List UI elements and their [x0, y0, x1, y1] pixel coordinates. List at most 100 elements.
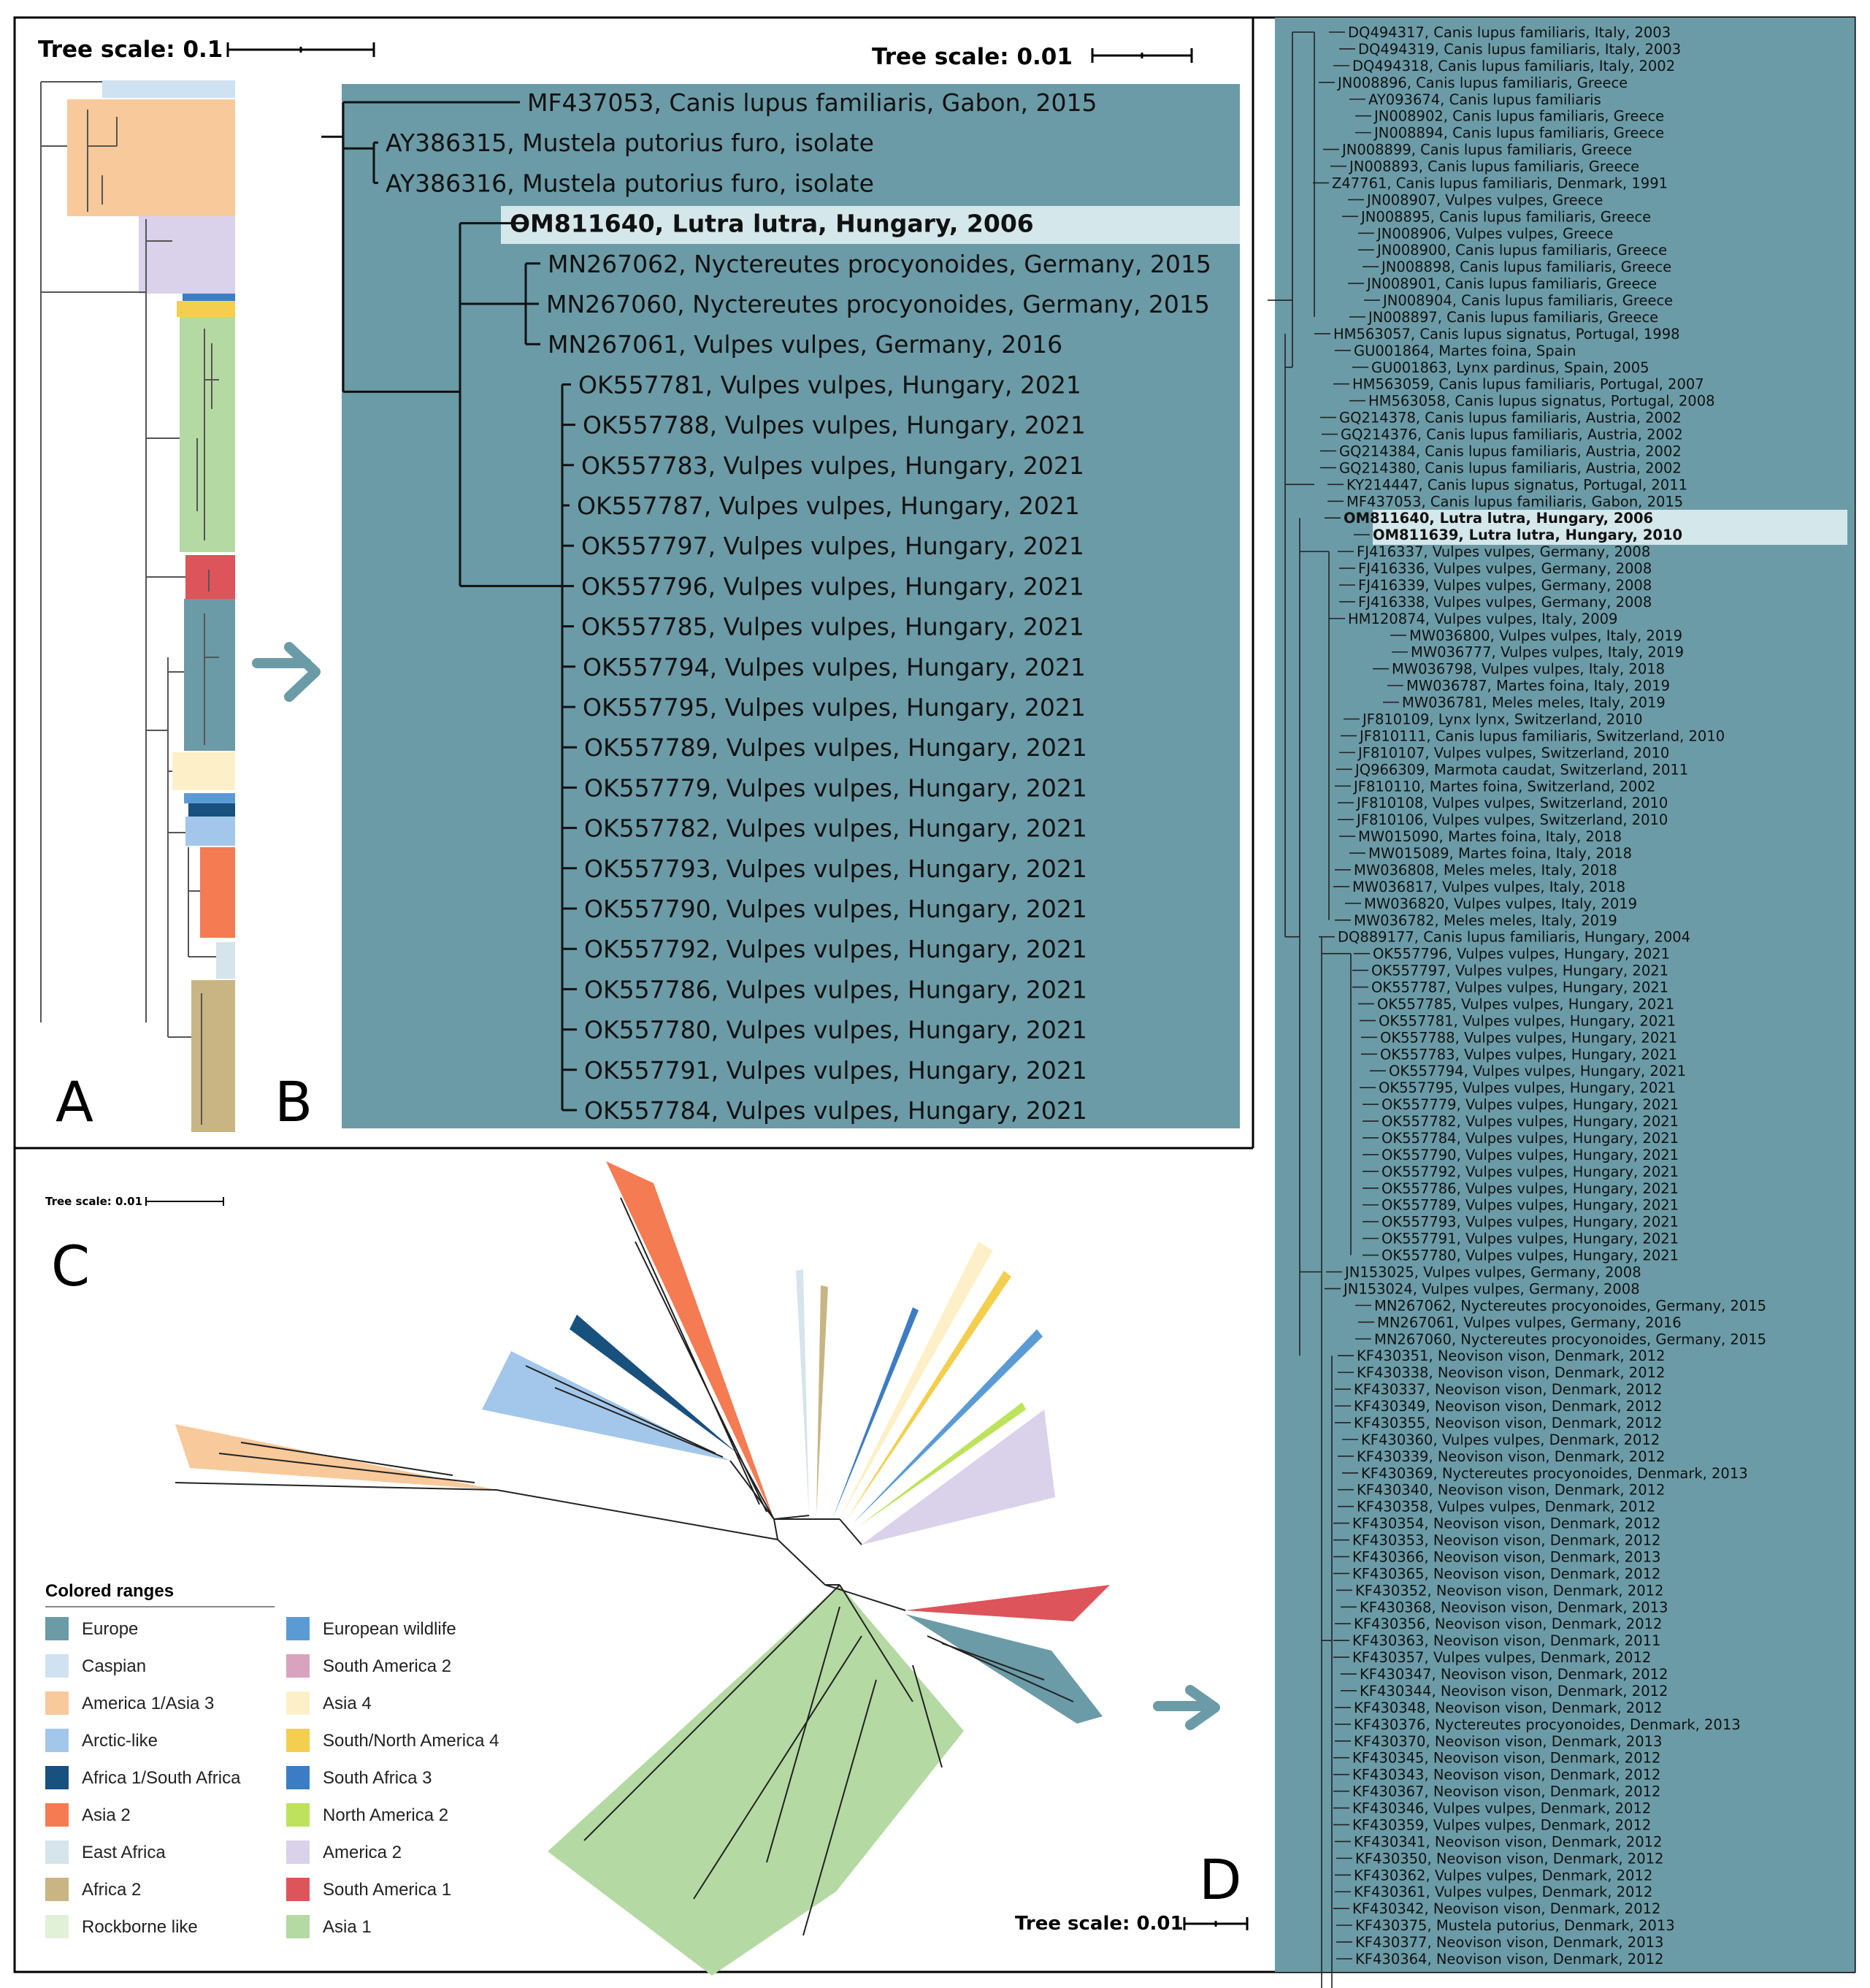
- wedge-north-america2: [859, 1402, 1026, 1526]
- panel-d-leaf-label: MW036781, Meles meles, Italy, 2019: [1402, 695, 1666, 711]
- legend-swatch: [45, 1840, 69, 1864]
- range-europe: [184, 599, 235, 751]
- panel-d: DQ494317, Canis lupus familiaris, Italy,…: [1268, 18, 1855, 1988]
- panel-d-leaf-label: MW036800, Vulpes vulpes, Italy, 2019: [1409, 627, 1682, 644]
- panel-b-leaf-label: OK557790, Vulpes vulpes, Hungary, 2021: [584, 895, 1087, 923]
- legend-swatch: [286, 1729, 310, 1752]
- legend-label: Europe: [82, 1619, 138, 1639]
- legend-swatch: [45, 1729, 69, 1752]
- range-america2: [139, 216, 235, 294]
- panel-b-leaf-labels: MF437053, Canis lupus familiaris, Gabon,…: [386, 88, 1211, 1125]
- panel-d-leaf-label: GU001863, Lynx pardinus, Spain, 2005: [1371, 359, 1649, 376]
- panel-d-leaf-label: JN008906, Vulpes vulpes, Greece: [1376, 225, 1613, 242]
- range-america1-asia3: [67, 99, 235, 216]
- panel-b-leaf-label: OK557780, Vulpes vulpes, Hungary, 2021: [584, 1016, 1087, 1044]
- range-south-america1: [185, 555, 235, 599]
- legend-label: Asia 4: [323, 1694, 372, 1713]
- panel-d-leaf-label: OK557786, Vulpes vulpes, Hungary, 2021: [1382, 1180, 1679, 1197]
- panel-c-scale-bar: [145, 1197, 224, 1206]
- panel-d-leaf-label: DQ494317, Canis lupus familiaris, Italy,…: [1348, 24, 1671, 41]
- panel-d-leaf-label: MN267060, Nyctereutes procyonoides, Germ…: [1374, 1331, 1766, 1347]
- panel-d-leaf-label: KF430370, Neovison vison, Denmark, 2013: [1354, 1733, 1662, 1750]
- panel-b-leaf-label: AY386316, Mustela putorius furo, isolate: [386, 169, 874, 197]
- range-africa2: [191, 980, 235, 1132]
- wedge-america2: [862, 1410, 1055, 1545]
- panel-d-leaf-label: JN008894, Canis lupus familiaris, Greece: [1373, 125, 1664, 142]
- panel-b-leaf-label: OK557792, Vulpes vulpes, Hungary, 2021: [584, 935, 1087, 963]
- range-caspian: [102, 80, 235, 98]
- panel-d-leaf-label: OK557779, Vulpes vulpes, Hungary, 2021: [1382, 1096, 1679, 1113]
- panel-d-leaf-label: MW015090, Martes foina, Italy, 2018: [1358, 828, 1622, 845]
- legend-label: Asia 2: [82, 1805, 131, 1825]
- legend-swatch: [45, 1766, 69, 1789]
- panel-d-europe-range: [1275, 18, 1855, 1972]
- panel-d-leaf-label: OK557781, Vulpes vulpes, Hungary, 2021: [1379, 1012, 1676, 1029]
- wedge-south-north-america4: [847, 1271, 1011, 1519]
- panel-d-leaf-label: HM563058, Canis lupus signatus, Portugal…: [1368, 393, 1715, 410]
- panel-b-leaf-label: OK557794, Vulpes vulpes, Hungary, 2021: [583, 653, 1086, 681]
- panel-d-leaf-label: OK557785, Vulpes vulpes, Hungary, 2021: [1377, 995, 1674, 1012]
- panel-b-leaf-label: OM811640, Lutra lutra, Hungary, 2006: [510, 210, 1034, 238]
- panel-d-leaf-label: KF430375, Mustela putorius, Denmark, 201…: [1355, 1917, 1675, 1934]
- panel-d-leaf-label: MF437053, Canis lupus familiaris, Gabon,…: [1346, 493, 1683, 510]
- panel-d-leaf-label: KF430356, Neovison vison, Denmark, 2012: [1354, 1616, 1662, 1632]
- panel-d-leaf-label: JF810108, Vulpes vulpes, Switzerland, 20…: [1355, 795, 1668, 811]
- panel-d-leaf-label: GQ214376, Canis lupus familiaris, Austri…: [1341, 427, 1683, 443]
- legend-label: South/North America 4: [323, 1731, 499, 1751]
- panel-d-leaf-label: OK557795, Vulpes vulpes, Hungary, 2021: [1379, 1079, 1676, 1096]
- wedge-asia4: [840, 1242, 993, 1519]
- panel-a: Tree scale: 0.1: [38, 37, 375, 1134]
- panel-d-leaf-label: KF430357, Vulpes vulpes, Denmark, 2012: [1352, 1649, 1651, 1666]
- panel-d-leaf-label: OK557787, Vulpes vulpes, Hungary, 2021: [1371, 979, 1668, 996]
- panel-d-leaf-label: OK557797, Vulpes vulpes, Hungary, 2021: [1371, 963, 1668, 979]
- panel-d-leaf-label: KF430346, Vulpes vulpes, Denmark, 2012: [1352, 1800, 1651, 1817]
- panel-d-leaf-label: KF430344, Neovison vison, Denmark, 2012: [1360, 1683, 1668, 1700]
- legend-swatch: [286, 1915, 310, 1938]
- panel-d-leaf-label: KF430377, Neovison vison, Denmark, 2013: [1355, 1934, 1663, 1951]
- panel-d-leaf-label: OK557790, Vulpes vulpes, Hungary, 2021: [1382, 1147, 1679, 1163]
- legend-title: Colored ranges: [45, 1581, 174, 1601]
- range-east-africa: [216, 942, 235, 979]
- panel-d-leaf-label: FJ416338, Vulpes vulpes, Germany, 2008: [1358, 594, 1652, 611]
- panel-d-leaf-label: JN153024, Vulpes vulpes, Germany, 2008: [1342, 1280, 1640, 1297]
- panel-b-leaf-label: OK557797, Vulpes vulpes, Hungary, 2021: [581, 532, 1084, 560]
- panel-d-leaf-label: FJ416336, Vulpes vulpes, Germany, 2008: [1358, 560, 1652, 577]
- legend-label: South Africa 3: [323, 1768, 432, 1788]
- panel-d-leaf-label: GQ214380, Canis lupus familiaris, Austri…: [1339, 459, 1682, 476]
- panel-d-leaf-label: FJ416339, Vulpes vulpes, Germany, 2008: [1358, 577, 1652, 594]
- panel-b-leaf-label: MN267062, Nyctereutes procyonoides, Germ…: [548, 250, 1211, 278]
- panel-d-leaf-label: KF430364, Neovison vison, Denmark, 2012: [1355, 1951, 1663, 1968]
- panel-b-leaf-label: OK557782, Vulpes vulpes, Hungary, 2021: [584, 814, 1087, 843]
- panel-b-letter: B: [275, 1069, 313, 1134]
- panel-d-leaf-label: JN008897, Canis lupus familiaris, Greece: [1367, 309, 1658, 326]
- panel-d-leaf-label: KF430353, Neovison vison, Denmark, 2012: [1352, 1532, 1660, 1549]
- panel-b-backbone: [321, 101, 564, 1110]
- legend-swatch: [286, 1840, 310, 1864]
- panel-d-leaf-label: KF430376, Nyctereutes procyonoides, Denm…: [1354, 1716, 1741, 1733]
- legend-label: Rockborne like: [82, 1917, 198, 1937]
- panel-d-leaf-label: OK557796, Vulpes vulpes, Hungary, 2021: [1373, 946, 1670, 963]
- panel-d-leaf-label: KF430352, Neovison vison, Denmark, 2012: [1355, 1582, 1663, 1599]
- legend-label: America 2: [323, 1843, 402, 1862]
- panel-c-letter: C: [51, 1234, 90, 1299]
- panel-d-leaf-label: KF430367, Neovison vison, Denmark, 2012: [1352, 1784, 1660, 1800]
- panel-d-scale-label: Tree scale: 0.01: [1015, 1913, 1184, 1935]
- panel-d-leaf-label: KF430338, Neovison vison, Denmark, 2012: [1357, 1364, 1665, 1381]
- wedge-south-america1: [905, 1585, 1110, 1621]
- panel-d-leaf-label: JF810110, Martes foina, Switzerland, 200…: [1352, 778, 1655, 795]
- panel-d-leaf-label: HM563059, Canis lupus familiaris, Portug…: [1352, 376, 1704, 393]
- panel-d-leaf-label: MW036817, Vulpes vulpes, Italy, 2018: [1352, 879, 1625, 895]
- panel-d-leaf-label: KF430349, Neovison vison, Denmark, 2012: [1354, 1398, 1662, 1415]
- panel-b-leaf-label: OK557791, Vulpes vulpes, Hungary, 2021: [584, 1056, 1087, 1085]
- panel-b-leaf-label: OK557779, Vulpes vulpes, Hungary, 2021: [584, 773, 1087, 802]
- panel-d-leaf-label: MW015089, Martes foina, Italy, 2018: [1368, 845, 1632, 862]
- legend-label: South America 1: [323, 1880, 451, 1900]
- panel-d-leaf-label: KF430343, Neovison vison, Denmark, 2012: [1352, 1767, 1660, 1784]
- panel-d-scale-bar: [1183, 1917, 1249, 1930]
- panel-d-leaf-label: OM811640, Lutra lutra, Hungary, 2006: [1344, 510, 1653, 527]
- panel-d-leaf-label: JN008893, Canis lupus familiaris, Greece: [1348, 158, 1639, 175]
- panel-d-leaf-label: MW036820, Vulpes vulpes, Italy, 2019: [1364, 895, 1637, 912]
- panel-b-leaf-label: OK557785, Vulpes vulpes, Hungary, 2021: [581, 613, 1084, 641]
- panel-d-leaf-label: KF430361, Vulpes vulpes, Denmark, 2012: [1354, 1884, 1652, 1900]
